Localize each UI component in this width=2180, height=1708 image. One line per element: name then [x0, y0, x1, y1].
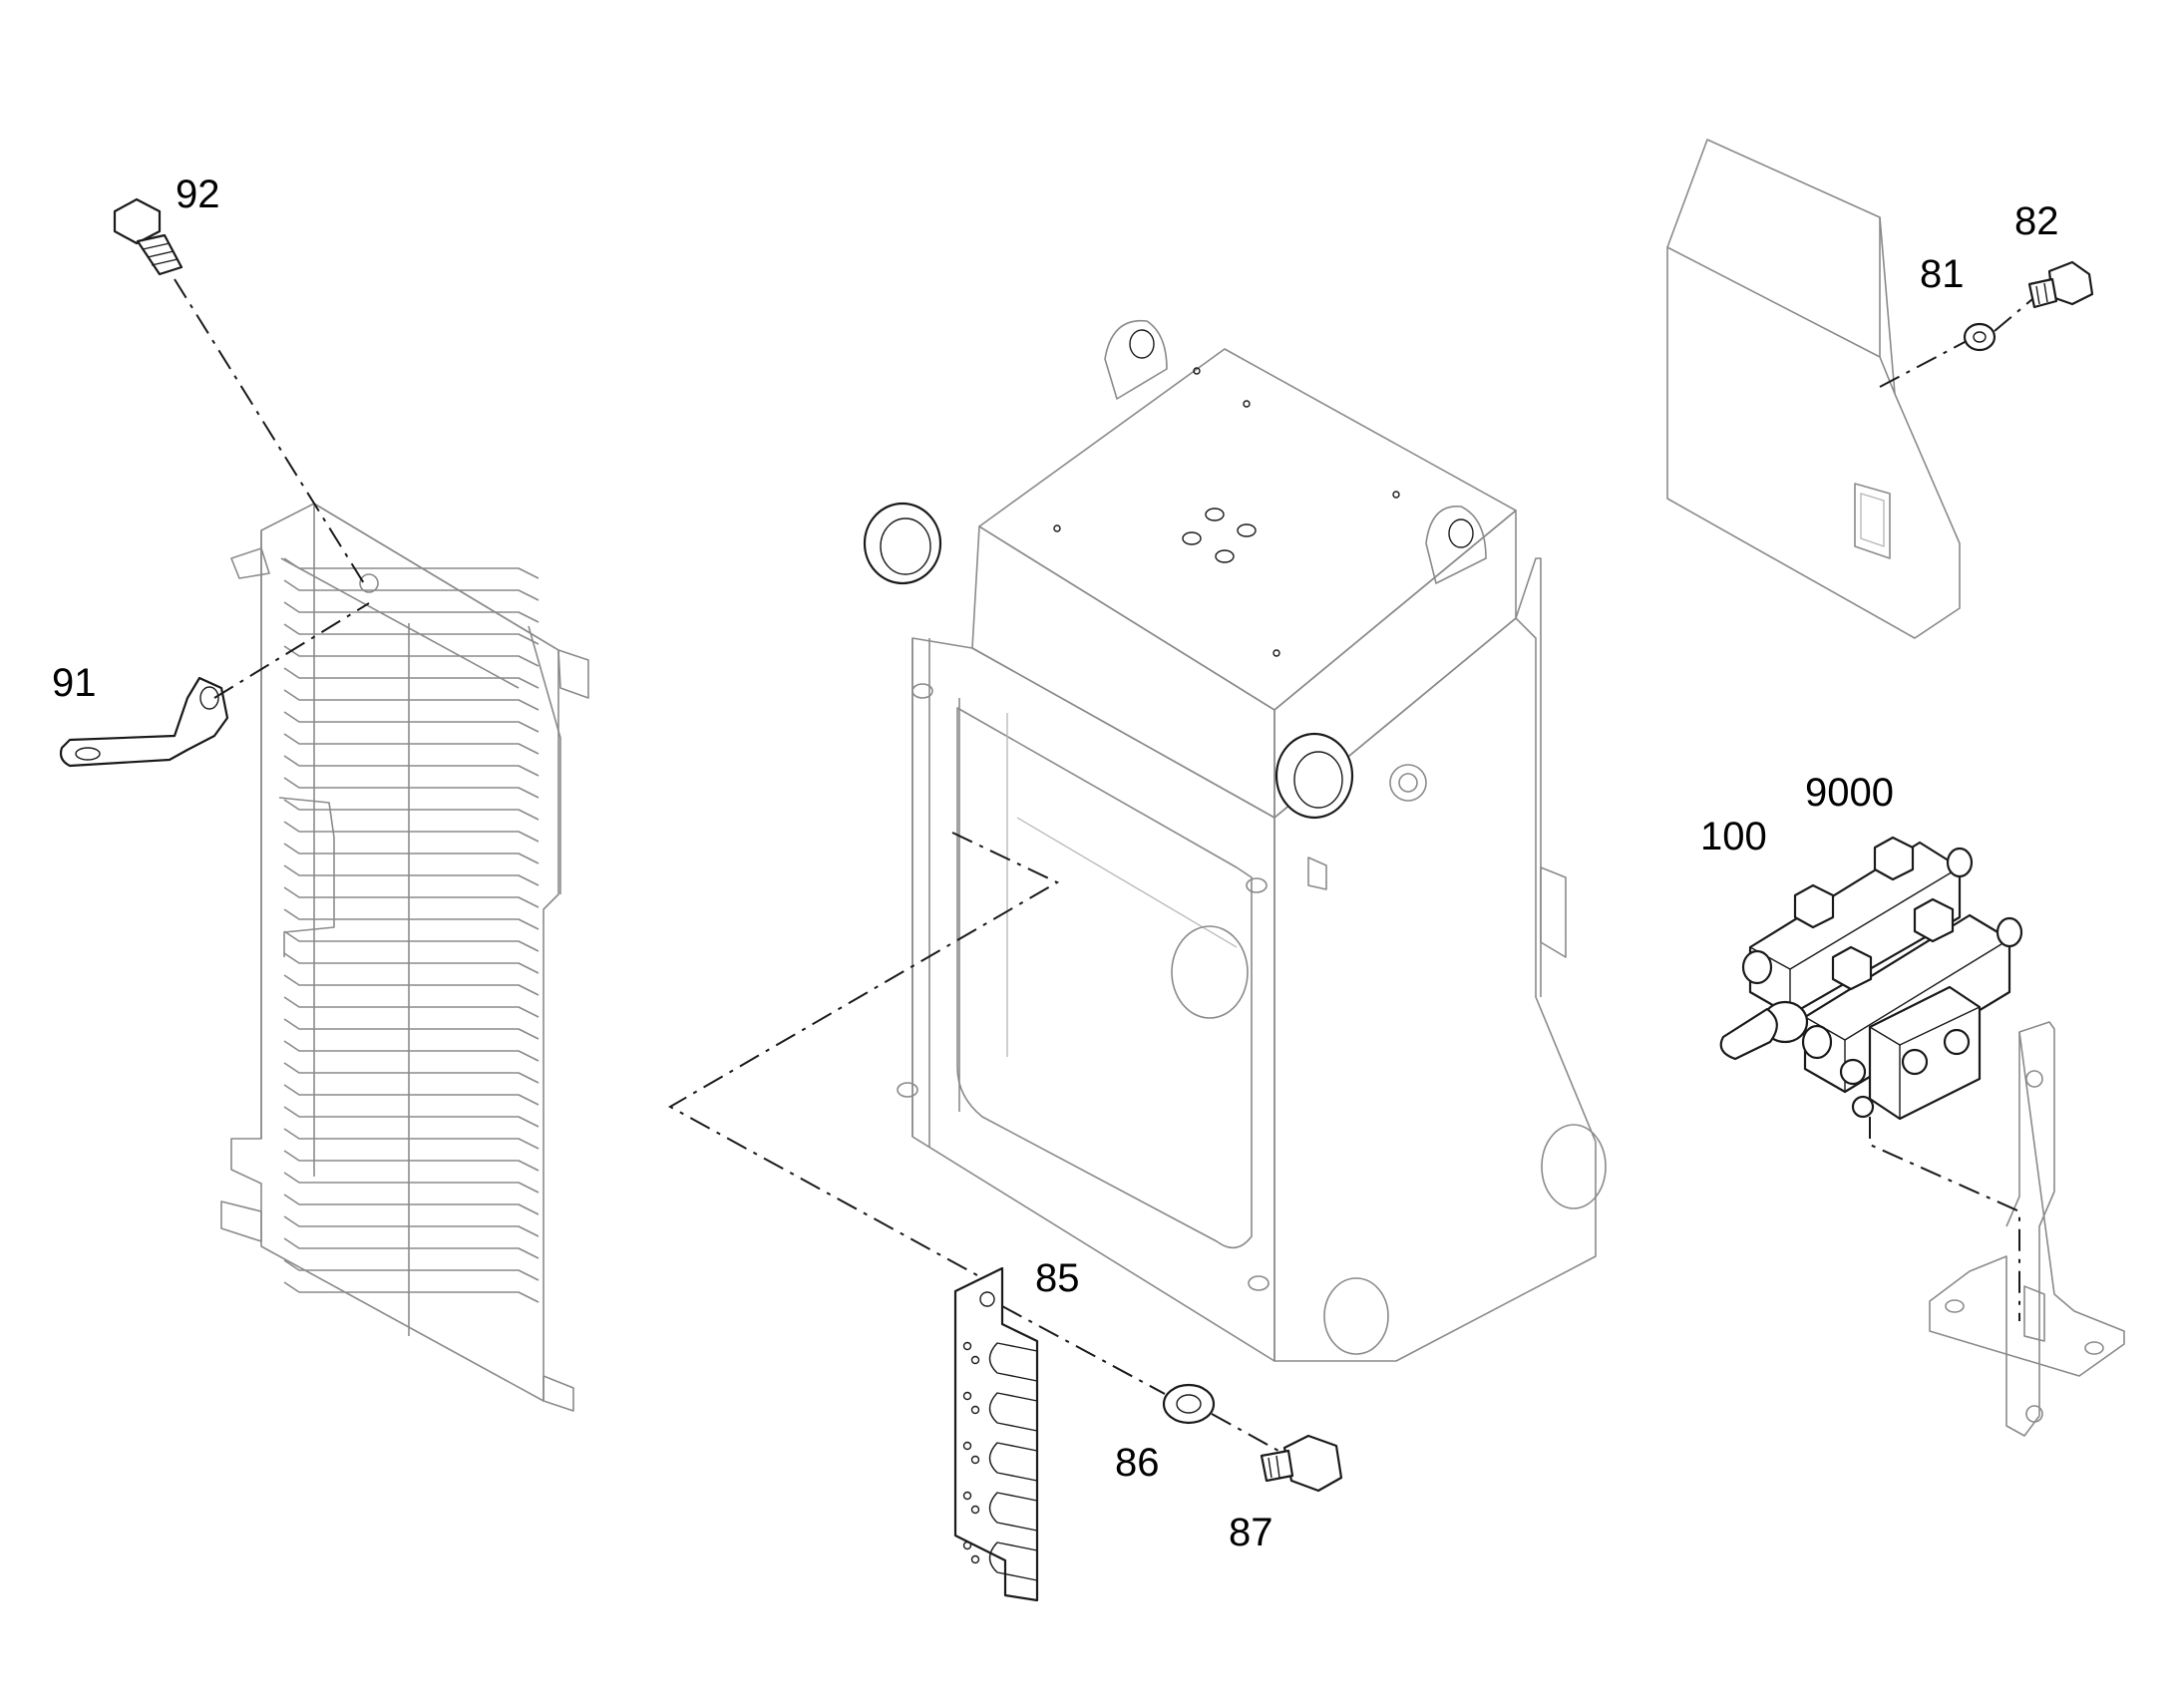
valve-block-9000[interactable]	[1719, 836, 2023, 1121]
plate-hole	[962, 1540, 972, 1550]
louvre-slat	[283, 821, 540, 843]
louvre-slat	[283, 1040, 540, 1062]
louvre-slat	[283, 974, 540, 996]
plate-hole	[962, 1341, 972, 1351]
bolt-87[interactable]	[1260, 1434, 1343, 1493]
callout-92: 92	[176, 172, 220, 216]
grille-louvres	[283, 557, 540, 1303]
callout-86: 86	[1115, 1441, 1160, 1485]
louvre-slat	[283, 711, 540, 733]
louvre-slat	[283, 1018, 540, 1040]
louvre-slat	[283, 557, 540, 579]
louvre-slat	[283, 1106, 540, 1128]
louvre-slat	[283, 1237, 540, 1259]
callout-9000: 9000	[1805, 771, 1894, 815]
callout-82: 82	[2014, 199, 2059, 243]
louvre-slat	[283, 1215, 540, 1237]
louvre-slat	[283, 733, 540, 755]
louvre-slat	[283, 952, 540, 974]
louvre-slat	[283, 667, 540, 689]
louvre-slat	[283, 843, 540, 864]
louvre-slat	[283, 864, 540, 886]
louvre-slat	[283, 1281, 540, 1303]
louvre-slat	[283, 1084, 540, 1106]
plate-slot	[988, 1392, 1038, 1432]
bolt-92[interactable]	[113, 197, 183, 276]
bolt-82[interactable]	[2027, 260, 2094, 309]
plate-85[interactable]	[953, 1266, 1039, 1602]
washer-81[interactable]	[1963, 322, 1997, 352]
plate-hole	[962, 1441, 972, 1451]
plate-hole	[962, 1391, 972, 1401]
callout-100: 100	[1700, 815, 1767, 858]
plate-hole	[970, 1355, 980, 1365]
plate-hole	[970, 1455, 980, 1465]
louvre-slat	[283, 623, 540, 645]
plate-slot	[988, 1442, 1038, 1482]
louvre-slat	[283, 601, 540, 623]
plate-slot	[988, 1541, 1038, 1581]
plate-slot	[988, 1492, 1038, 1532]
callout-81: 81	[1920, 252, 1965, 296]
louvre-slat	[283, 645, 540, 667]
louvre-slat	[283, 930, 540, 952]
grille-panel[interactable]	[220, 503, 589, 1412]
louvre-slat	[283, 1062, 540, 1084]
louvre-slat	[283, 1172, 540, 1194]
louvre-slat	[283, 996, 540, 1018]
louvre-slat	[283, 1259, 540, 1281]
callout-85: 85	[1035, 1256, 1080, 1300]
callout-91: 91	[52, 661, 97, 705]
louvre-slat	[283, 1150, 540, 1172]
louvre-slat	[283, 689, 540, 711]
louvre-slat	[283, 886, 540, 908]
plate-hole	[970, 1505, 980, 1515]
louvre-slat	[283, 579, 540, 601]
plate-hole	[970, 1405, 980, 1415]
plate-hole	[970, 1554, 980, 1564]
washer-86[interactable]	[1162, 1383, 1216, 1425]
callout-87: 87	[1229, 1511, 1273, 1554]
plate-slot	[988, 1342, 1038, 1382]
main-frame[interactable]	[863, 319, 1607, 1362]
mounting-bracket[interactable]	[1929, 1021, 2125, 1437]
bracket-91[interactable]	[59, 676, 229, 768]
louvre-slat	[283, 777, 540, 799]
louvre-slat	[283, 755, 540, 777]
plate-hole	[962, 1491, 972, 1501]
louvre-slat	[283, 1194, 540, 1215]
louvre-slat	[283, 908, 540, 930]
louvre-slat	[283, 1128, 540, 1150]
plate-slots	[962, 1341, 1038, 1581]
cover-plate[interactable]	[1666, 139, 1961, 639]
